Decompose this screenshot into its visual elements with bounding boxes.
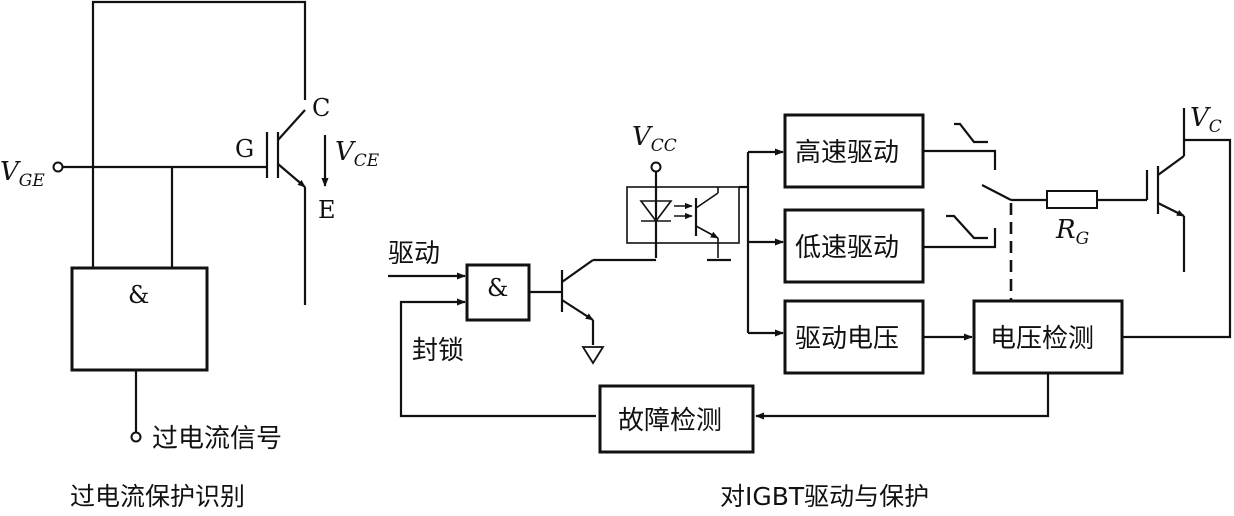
left-caption: 过电流保护识别 bbox=[70, 482, 245, 511]
low-speed-output-wire bbox=[923, 228, 997, 249]
right-and-gate bbox=[465, 263, 531, 322]
drive-voltage-box bbox=[783, 299, 925, 375]
svg-text:VGE: VGE bbox=[0, 157, 45, 191]
voltage-detect-label: 电压检测 bbox=[990, 324, 1094, 354]
svg-text:VCE: VCE bbox=[335, 137, 380, 171]
lock-input-label: 封锁 bbox=[412, 336, 464, 366]
emitter-label: E bbox=[318, 196, 336, 224]
to-fault-detect-arrow bbox=[755, 373, 1050, 420]
gate-resistor-icon bbox=[1046, 190, 1098, 209]
fault-detect-label: 故障检测 bbox=[618, 406, 722, 436]
high-speed-drive-label: 高速驱动 bbox=[795, 138, 899, 168]
fault-detect-box bbox=[598, 384, 755, 454]
ground-icon bbox=[581, 346, 605, 365]
driver-transistor-icon bbox=[560, 258, 656, 365]
rg-label: RG bbox=[1055, 215, 1089, 249]
vcc-terminal-dot bbox=[650, 161, 662, 173]
drive-input-label: 驱动 bbox=[388, 239, 440, 269]
vge-terminal-dot bbox=[52, 161, 64, 173]
right-and-gate-symbol: & bbox=[487, 274, 508, 302]
slow-edge-waveform-icon bbox=[946, 214, 988, 240]
left-and-gate bbox=[70, 266, 209, 372]
collector-sense-wire bbox=[1122, 138, 1232, 339]
drive-voltage-label: 驱动电压 bbox=[795, 324, 899, 354]
collector-loop-wire bbox=[91, 0, 307, 268]
overcurrent-signal-label: 过电流信号 bbox=[152, 424, 282, 454]
right-drive-protection-circuit: VCC 驱动 封锁 & bbox=[388, 103, 1232, 511]
svg-text:RG: RG bbox=[1055, 215, 1089, 249]
optocoupler-phototransistor-icon bbox=[694, 187, 731, 262]
low-speed-drive-label: 低速驱动 bbox=[795, 233, 899, 263]
high-speed-output-wire bbox=[923, 149, 997, 170]
left-overcurrent-circuit: VGE G C E VCE & 过电流信号 过电流保护识别 bbox=[0, 0, 380, 511]
igbt-right-symbol bbox=[1145, 108, 1186, 272]
high-speed-drive-box bbox=[783, 113, 925, 189]
low-speed-drive-box bbox=[783, 208, 925, 284]
svg-text:VC: VC bbox=[1190, 103, 1222, 137]
igbt-left-symbol bbox=[265, 109, 307, 305]
gate-label: G bbox=[235, 135, 254, 163]
svg-text:VCC: VCC bbox=[632, 122, 677, 156]
signal-terminal-dot bbox=[130, 431, 142, 443]
vce-label: VCE bbox=[335, 137, 380, 171]
collector-label: C bbox=[312, 94, 330, 122]
vc-label: VC bbox=[1190, 103, 1222, 137]
left-and-gate-symbol: & bbox=[128, 281, 149, 309]
vcc-label: VCC bbox=[632, 122, 677, 156]
selector-switch-icon bbox=[981, 184, 1012, 201]
optocoupler-led-icon bbox=[639, 200, 693, 223]
fault-feedback-wire bbox=[399, 298, 596, 418]
fast-edge-waveform-icon bbox=[954, 122, 988, 144]
optocoupler-box bbox=[626, 186, 740, 244]
right-caption: 对IGBT驱动与保护 bbox=[720, 482, 929, 511]
voltage-detect-box bbox=[972, 299, 1124, 375]
vge-terminal-label: VGE bbox=[0, 157, 45, 191]
